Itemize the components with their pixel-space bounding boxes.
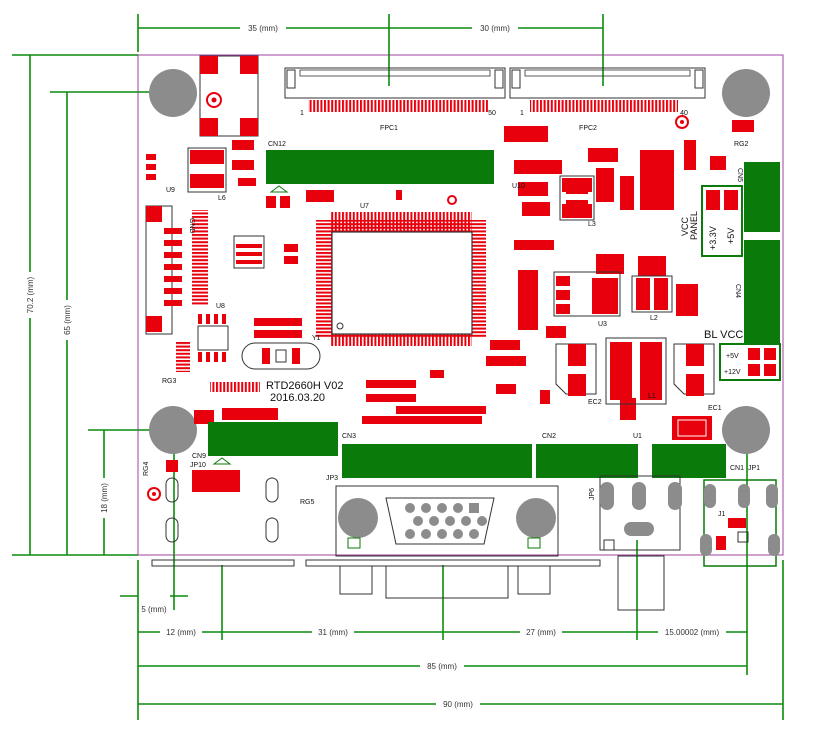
test-points xyxy=(447,115,689,205)
u8-label: U8 xyxy=(216,303,225,310)
dim-left-18: 18 (mm) xyxy=(100,483,109,513)
u7-label: U7 xyxy=(360,203,369,210)
l1-label: L1 xyxy=(648,393,656,400)
j1-label: J1 xyxy=(718,511,726,518)
mounting-hole xyxy=(722,406,770,454)
y1-label: Y1 xyxy=(312,335,321,342)
board-model: RTD2660H V02 xyxy=(266,380,343,392)
connector-outlines xyxy=(151,559,601,599)
bl-5v-label: +5V xyxy=(726,353,739,360)
fpc2-pin40: 40 xyxy=(680,110,688,117)
jp10-jumper: JP10 RG5 xyxy=(147,462,315,543)
dim-bottom-27: 27 (mm) xyxy=(526,628,556,637)
cn9-label: CN9 xyxy=(192,453,206,460)
cn4-connector xyxy=(744,240,780,344)
cn1-label: CN1 xyxy=(730,465,744,472)
power-section: U3 U10 L2 L3 L1 EC2 EC1 U1 RG2 xyxy=(512,141,749,440)
cn2-connector xyxy=(536,444,638,478)
jp1-usb: JP1 J1 xyxy=(700,465,780,567)
dimension-lines xyxy=(12,14,784,720)
jp1-label: JP1 xyxy=(748,465,760,472)
rg2-label: RG2 xyxy=(734,141,749,148)
board-date: 2016.03.20 xyxy=(270,392,325,404)
jp10-label: JP10 xyxy=(190,462,206,469)
cn9-connector xyxy=(208,422,338,456)
fpc1-pin1: 1 xyxy=(300,110,304,117)
gnd-label: GND xyxy=(188,218,195,234)
rg5-label: RG5 xyxy=(300,499,315,506)
smd-pads xyxy=(146,120,754,472)
dim-top-35: 35 (mm) xyxy=(248,24,278,33)
panel-vcc-text-2: VCC xyxy=(680,216,690,236)
dim-bottom-12: 12 (mm) xyxy=(166,628,196,637)
ec1-label: EC1 xyxy=(708,405,722,412)
dim-left-70: 70.2 (mm) xyxy=(26,276,35,313)
l6-label: L6 xyxy=(218,195,226,202)
jp3-label: JP3 xyxy=(326,475,338,482)
power-jack xyxy=(199,55,259,137)
ec2-label: EC2 xyxy=(588,399,602,406)
cn5-connector xyxy=(744,162,780,232)
l3-label: L3 xyxy=(588,221,596,228)
u9-label: U9 xyxy=(166,187,175,194)
vga-connector-jp3: JP3 xyxy=(326,475,559,557)
jp6-jack: JP6 xyxy=(589,475,682,611)
dim-bottom-5: 5 (mm) xyxy=(141,605,167,614)
y1-crystal: Y1 xyxy=(241,335,321,370)
fpc1-connector: FPC1 1 50 xyxy=(284,67,506,132)
u3-label: U3 xyxy=(598,321,607,328)
u7-chip: U7 xyxy=(316,203,486,346)
l2-label: L2 xyxy=(650,315,658,322)
fpc1-label: FPC1 xyxy=(380,125,398,132)
fpc2-label: FPC2 xyxy=(579,125,597,132)
mounting-holes xyxy=(149,69,770,454)
mounting-hole xyxy=(149,69,197,117)
bl-vcc-jumper: BL VCC +5V +12V xyxy=(704,329,781,381)
fpc2-pin1: 1 xyxy=(520,110,524,117)
u1-label: U1 xyxy=(633,433,642,440)
left-components: U9 L6 U8 RG3 GND xyxy=(145,147,265,392)
jp6-label: JP6 xyxy=(589,488,596,500)
rg4-label: RG4 xyxy=(143,462,150,477)
mounting-hole xyxy=(149,406,197,454)
rg3-label: RG3 xyxy=(162,378,177,385)
dim-left-65: 65 (mm) xyxy=(63,305,72,335)
v5-label: +5V xyxy=(726,228,736,244)
cn4-label: CN4 xyxy=(734,284,741,298)
cn5-label: CN5 xyxy=(736,168,743,182)
dim-bottom-15: 15.00002 (mm) xyxy=(665,628,720,637)
panel-vcc-text-1: PANEL xyxy=(689,211,699,240)
u10-label: U10 xyxy=(512,183,525,190)
bl-vcc-label: BL VCC xyxy=(704,329,743,341)
dimension-labels: 35 (mm) 30 (mm) 70.2 (mm) 65 (mm) 18 (mm… xyxy=(24,22,726,710)
dim-bottom-31: 31 (mm) xyxy=(318,628,348,637)
panel-vcc-jumper: PANEL VCC +3.3V +5V xyxy=(680,185,743,257)
cn2-label: CN2 xyxy=(542,433,556,440)
cn12-connector xyxy=(266,150,494,184)
dim-top-30: 30 (mm) xyxy=(480,24,510,33)
bl-12v-label: +12V xyxy=(724,369,741,376)
cn12-label: CN12 xyxy=(268,141,286,148)
dim-bottom-85: 85 (mm) xyxy=(427,662,457,671)
cn1-connector xyxy=(652,444,726,478)
pcb-outline xyxy=(137,54,784,556)
cn3-connector xyxy=(342,444,532,478)
cn3-label: CN3 xyxy=(342,433,356,440)
v33-label: +3.3V xyxy=(708,226,718,250)
fpc1-pin50: 50 xyxy=(488,110,496,117)
dim-bottom-90: 90 (mm) xyxy=(443,700,473,709)
mounting-hole xyxy=(722,69,770,117)
fpc2-connector: FPC2 1 40 xyxy=(509,67,706,132)
